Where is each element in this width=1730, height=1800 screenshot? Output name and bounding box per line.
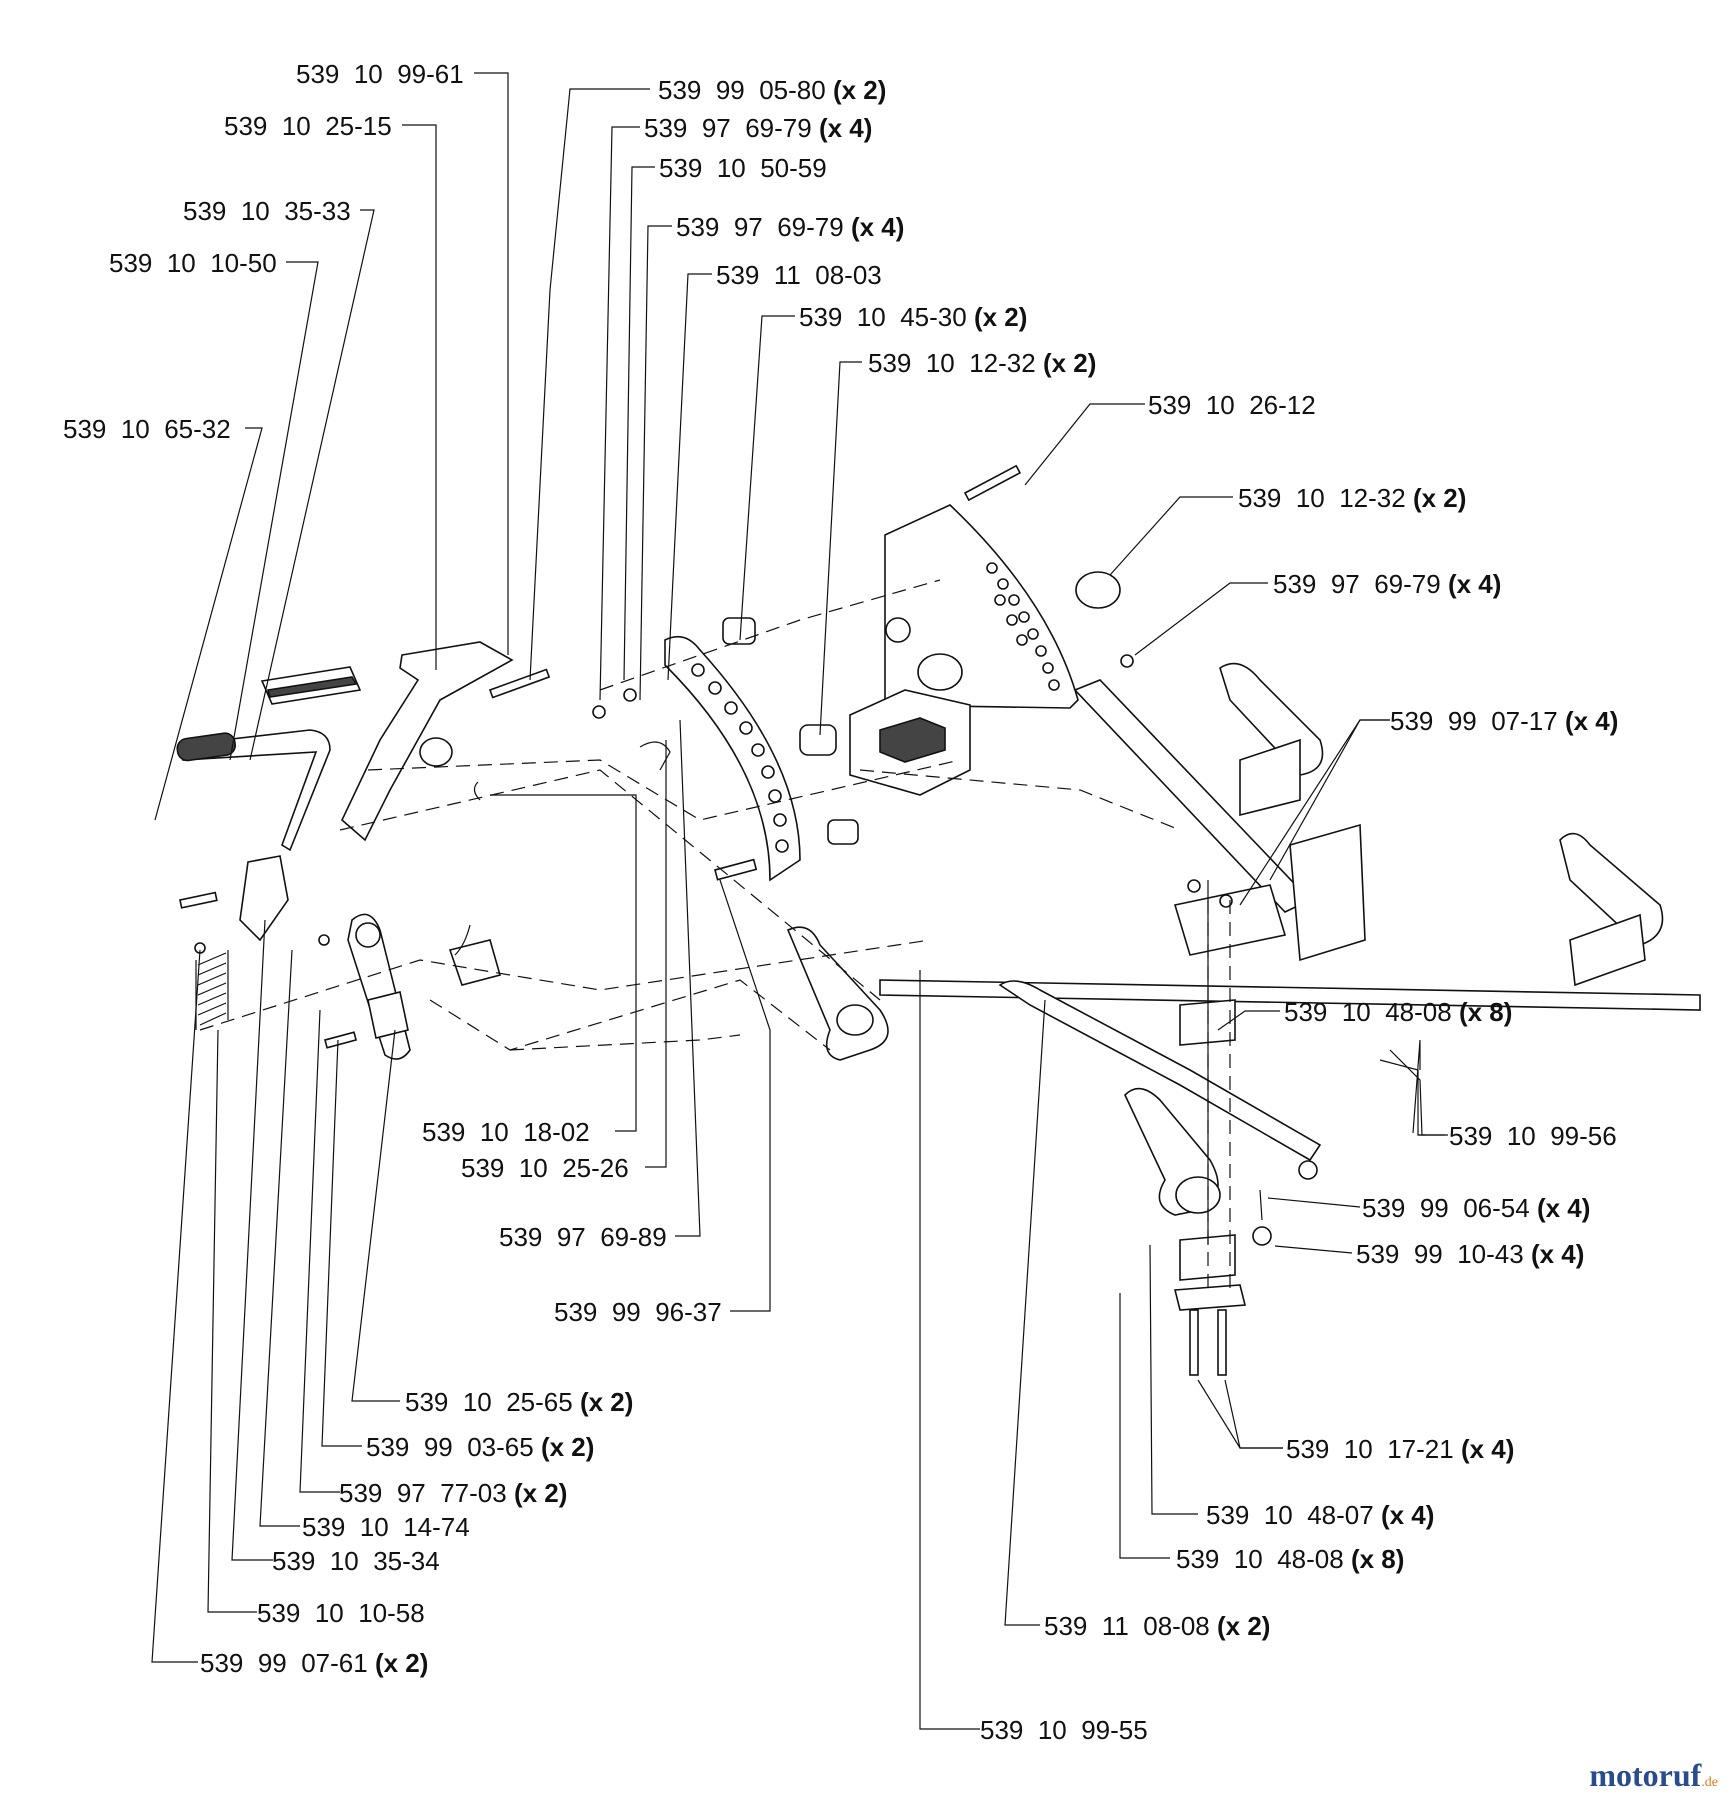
callout-label: 539 97 69-79 (x 4) xyxy=(644,113,872,143)
callout-label: 539 10 35-34 xyxy=(272,1546,440,1576)
callout-label: 539 10 35-33 xyxy=(183,196,351,226)
callout-label: 539 10 45-30 (x 2) xyxy=(799,302,1027,332)
callout-label: 539 99 05-80 (x 2) xyxy=(658,75,886,105)
bushing-3 xyxy=(827,819,859,845)
callout-label: 539 10 10-50 xyxy=(109,248,277,278)
callout-label: 539 10 99-61 xyxy=(296,59,464,89)
watermark-logo: motoruf.de xyxy=(1589,1757,1718,1794)
link-arm-hole xyxy=(355,922,381,948)
spring xyxy=(195,950,229,1030)
callout-label: 539 99 07-17 (x 4) xyxy=(1390,706,1618,736)
bushing-2 xyxy=(799,724,837,756)
callout-label: 539 10 25-65 (x 2) xyxy=(405,1387,633,1417)
callout-label: 539 10 10-58 xyxy=(257,1598,425,1628)
callout-label: 539 10 26-12 xyxy=(1148,390,1316,420)
assembly-lines xyxy=(199,579,1231,1290)
callout-label: 539 10 50-59 xyxy=(659,153,827,183)
watermark-brand: motoruf xyxy=(1589,1757,1702,1793)
callout-label: 539 10 25-26 xyxy=(461,1153,629,1183)
callout-label: 539 97 69-89 xyxy=(499,1222,667,1252)
far-right-shaft xyxy=(1569,913,1646,987)
clevis-lower xyxy=(367,991,409,1039)
callout-label: 539 10 99-55 xyxy=(980,1715,1148,1745)
plate-holes xyxy=(986,562,1060,691)
crank-tube xyxy=(998,980,1322,1162)
lower-right-arm-hub xyxy=(1175,1176,1221,1214)
callout-labels: 539 10 99-61 539 10 25-15 539 10 35-33 5… xyxy=(63,59,1618,1745)
small-hardware xyxy=(179,464,1318,1246)
callout-label: 539 11 08-03 xyxy=(716,260,882,290)
bolt-2 xyxy=(1217,1309,1227,1376)
bolt-1 xyxy=(1189,1309,1199,1376)
parts-drawing xyxy=(176,464,1701,1376)
main-shaft xyxy=(879,979,1701,1011)
callout-label: 539 10 18-02 xyxy=(422,1117,590,1147)
callout-label: 539 99 03-65 (x 2) xyxy=(366,1432,594,1462)
small-bracket xyxy=(239,855,289,942)
curved-quadrant xyxy=(664,635,801,882)
plate-bushing xyxy=(885,617,911,643)
bushing-4 xyxy=(1075,571,1121,609)
upper-shaft xyxy=(1239,738,1301,817)
bushing-1 xyxy=(722,617,756,645)
leader-lines xyxy=(151,72,1448,1730)
callout-label: 539 10 14-74 xyxy=(302,1512,470,1542)
callout-label: 539 10 99-56 xyxy=(1449,1121,1617,1151)
callout-label: 539 99 10-43 (x 4) xyxy=(1356,1239,1584,1269)
callout-label: 539 10 48-08 (x 8) xyxy=(1176,1544,1404,1574)
quadrant-holes xyxy=(691,663,789,853)
hand-grip xyxy=(176,732,237,762)
callout-label: 539 97 77-03 (x 2) xyxy=(339,1478,567,1508)
box-mount-opening xyxy=(879,717,946,763)
clamp-plate xyxy=(1173,884,1287,956)
watermark-suffix: .de xyxy=(1701,1775,1718,1790)
callout-label: 539 10 12-32 (x 2) xyxy=(1238,483,1466,513)
callout-label: 539 99 96-37 xyxy=(554,1297,722,1327)
callout-label: 539 10 48-08 (x 8) xyxy=(1284,997,1512,1027)
pedal-pivot xyxy=(419,737,453,767)
callout-label: 539 11 08-08 (x 2) xyxy=(1044,1611,1270,1641)
callout-label: 539 10 48-07 (x 4) xyxy=(1206,1500,1434,1530)
callout-label: 539 97 69-79 (x 4) xyxy=(1273,569,1501,599)
right-bracket xyxy=(1289,823,1366,962)
callout-label: 539 99 07-61 (x 2) xyxy=(200,1648,428,1678)
main-plate xyxy=(884,504,1079,709)
callout-label: 539 10 17-21 (x 4) xyxy=(1286,1434,1514,1464)
hand-lever xyxy=(179,729,331,852)
clamp-plate-lower xyxy=(1173,1284,1247,1311)
callout-label: 539 10 25-15 xyxy=(224,111,392,141)
clevis-upper xyxy=(448,939,501,986)
callout-label: 539 97 69-79 (x 4) xyxy=(676,212,904,242)
callout-label: 539 99 06-54 (x 4) xyxy=(1362,1193,1590,1223)
plate-bearing xyxy=(917,653,963,691)
pedal-pad-grip xyxy=(266,676,358,698)
pedal-lever xyxy=(341,641,514,842)
left-lower-arm-hub xyxy=(836,1004,874,1036)
callout-label: 539 10 12-32 (x 2) xyxy=(868,348,1096,378)
callout-label: 539 10 65-32 xyxy=(63,414,231,444)
